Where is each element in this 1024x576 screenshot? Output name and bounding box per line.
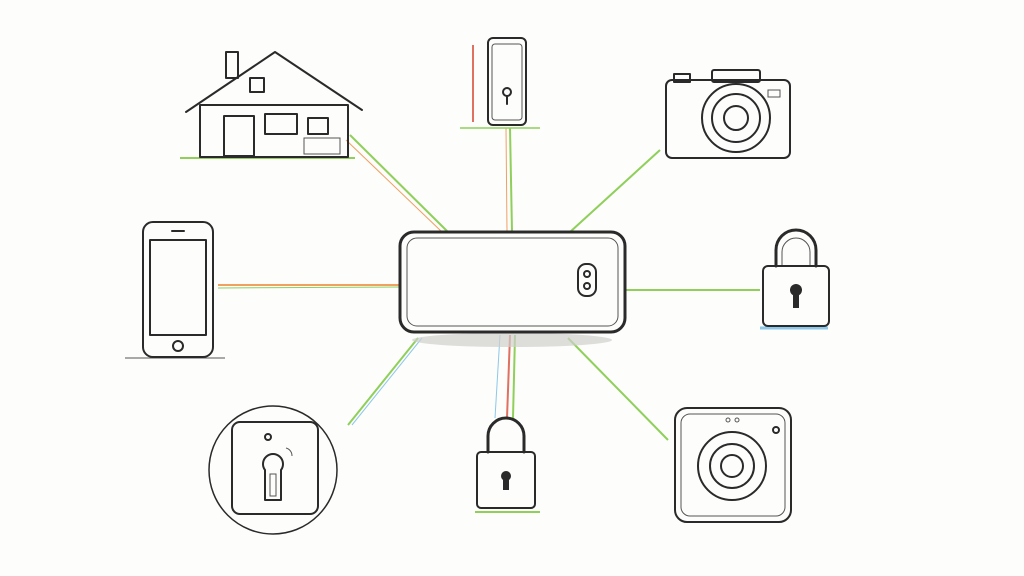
smart-door-sensor-icon (460, 37, 540, 129)
connector-house (345, 134, 449, 233)
camera-icon (665, 69, 791, 159)
connector-smartphone (217, 284, 401, 289)
smart-lock-keypad-icon (208, 405, 338, 535)
padlock-icon (475, 416, 540, 513)
padlock-icon (760, 228, 830, 330)
connector-keypad (347, 337, 423, 426)
connector-security-camera (567, 337, 669, 441)
smart-hub-icon (398, 230, 627, 347)
connector-padlock-bottom (494, 334, 516, 419)
connectors (217, 127, 760, 441)
connector-door-sensor (505, 127, 513, 233)
smartphone-icon (125, 221, 225, 359)
security-camera-icon (674, 407, 792, 523)
connector-camera (569, 149, 661, 233)
house-icon (180, 51, 363, 159)
